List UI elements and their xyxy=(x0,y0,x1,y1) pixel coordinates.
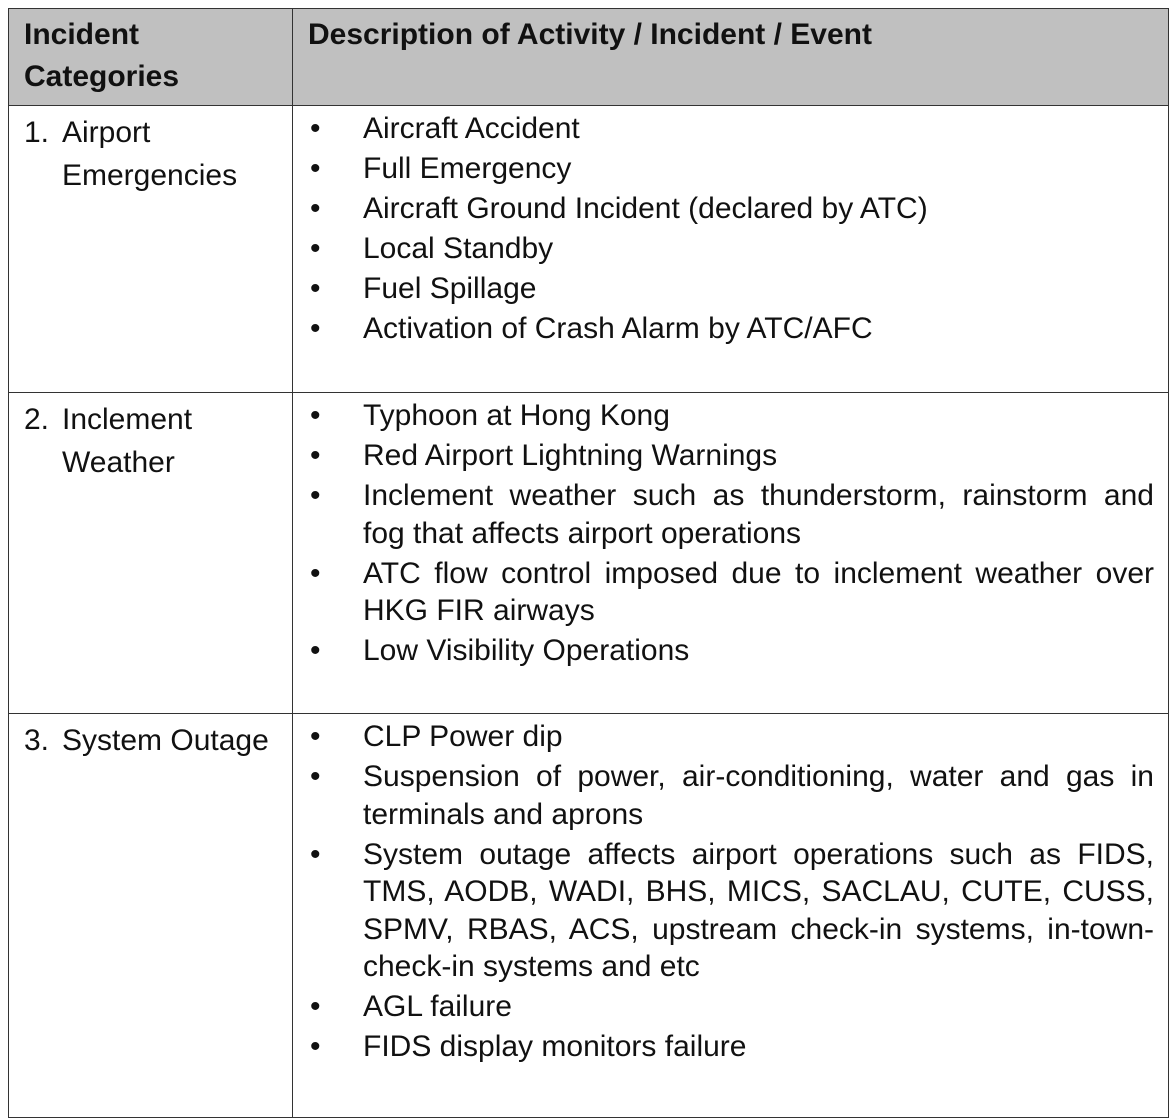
bullet-icon: • xyxy=(310,720,321,753)
category-cell: 2. Inclement Weather xyxy=(8,392,293,714)
bullet-icon: • xyxy=(310,312,321,345)
description-list: • Typhoon at Hong Kong • Red Airport Light… xyxy=(293,397,1154,670)
table-row-system-outage: 3. System Outage • CLP Power dip • Suspens… xyxy=(8,713,1169,1118)
list-item-text: Fuel Spillage xyxy=(363,272,537,305)
bullet-icon: • xyxy=(310,556,321,590)
list-item-text: Inclement weather such as thunderstorm, … xyxy=(363,479,1154,550)
category-cell: 1. Airport Emergencies xyxy=(8,105,293,393)
list-item-text: Aircraft Accident xyxy=(363,112,580,145)
list-item: • Full Emergency xyxy=(293,150,1154,188)
bullet-icon: • xyxy=(310,479,321,512)
list-item-text: CLP Power dip xyxy=(363,720,563,753)
bullet-icon: • xyxy=(310,192,321,225)
header-description: Description of Activity / Incident / Eve… xyxy=(292,8,1169,106)
list-item-text: FIDS display monitors failure xyxy=(363,1030,747,1063)
list-item: • Inclement weather such as thunderstorm,… xyxy=(293,477,1154,552)
category-number: 1. xyxy=(24,116,50,149)
table-row-inclement-weather: 2. Inclement Weather • Typhoon at Hong Ko… xyxy=(8,392,1169,714)
bullet-icon: • xyxy=(310,112,321,145)
description-cell: • CLP Power dip • Suspension of power, air… xyxy=(292,713,1169,1118)
list-item: • System outage affects airport operation… xyxy=(293,836,1154,986)
bullet-icon: • xyxy=(310,272,321,305)
list-item: • Suspension of power, air-conditioning, … xyxy=(293,758,1154,833)
category-name: Airport Emergencies xyxy=(62,116,238,192)
description-cell: • Aircraft Accident • Full Emergency • Airc… xyxy=(292,105,1169,393)
list-item-text: AGL failure xyxy=(363,990,512,1023)
list-item: • FIDS display monitors failure xyxy=(293,1028,1154,1066)
bullet-icon: • xyxy=(310,1030,321,1063)
list-item-text: ATC flow control imposed due to inclemen… xyxy=(363,556,1154,628)
list-item: • ATC flow control imposed due to incleme… xyxy=(293,555,1154,630)
category-name: System Outage xyxy=(62,724,269,757)
list-item-text: Aircraft Ground Incident (declared by AT… xyxy=(363,192,928,225)
bullet-icon: • xyxy=(310,990,321,1023)
description-list: • Aircraft Accident • Full Emergency • Airc… xyxy=(293,110,1154,348)
category-number: 3. xyxy=(24,724,50,757)
bullet-icon: • xyxy=(310,837,321,871)
bullet-icon: • xyxy=(310,232,321,265)
table-header-row: Incident Categories Description of Activ… xyxy=(8,8,1169,106)
category-number: 2. xyxy=(24,403,50,436)
description-cell: • Typhoon at Hong Kong • Red Airport Light… xyxy=(292,392,1169,714)
list-item-text: Activation of Crash Alarm by ATC/AFC xyxy=(363,312,873,345)
incident-categories-table: Incident Categories Description of Activ… xyxy=(8,8,1169,1118)
list-item-text: System outage affects airport operations… xyxy=(363,837,1154,984)
category-cell: 3. System Outage xyxy=(8,713,293,1118)
list-item-text: Red Airport Lightning Warnings xyxy=(363,439,778,472)
list-item-text: Full Emergency xyxy=(363,152,572,185)
bullet-icon: • xyxy=(310,399,321,432)
list-item: • Local Standby xyxy=(293,230,1154,268)
description-list: • CLP Power dip • Suspension of power, air… xyxy=(293,718,1154,1066)
list-item: • Aircraft Accident xyxy=(293,110,1154,148)
list-item-text: Typhoon at Hong Kong xyxy=(363,399,670,432)
bullet-icon: • xyxy=(310,439,321,472)
list-item: • Red Airport Lightning Warnings xyxy=(293,437,1154,475)
bullet-icon: • xyxy=(310,760,321,793)
header-incident-categories: Incident Categories xyxy=(8,8,293,106)
bullet-icon: • xyxy=(310,152,321,185)
list-item-text: Low Visibility Operations xyxy=(363,634,690,667)
list-item-text: Local Standby xyxy=(363,232,554,265)
list-item: • Fuel Spillage xyxy=(293,270,1154,308)
bullet-icon: • xyxy=(310,634,321,667)
list-item: • Low Visibility Operations xyxy=(293,632,1154,670)
list-item: • Activation of Crash Alarm by ATC/AFC xyxy=(293,310,1154,348)
table-row-airport-emergencies: 1. Airport Emergencies • Aircraft Acciden… xyxy=(8,105,1169,393)
list-item: • CLP Power dip xyxy=(293,718,1154,756)
category-name: Inclement Weather xyxy=(62,403,193,479)
list-item: • Aircraft Ground Incident (declared by A… xyxy=(293,190,1154,228)
list-item: • AGL failure xyxy=(293,988,1154,1026)
clipped-preceding-text xyxy=(0,0,1173,4)
list-item: • Typhoon at Hong Kong xyxy=(293,397,1154,435)
list-item-text: Suspension of power, air-conditioning, w… xyxy=(363,760,1154,831)
